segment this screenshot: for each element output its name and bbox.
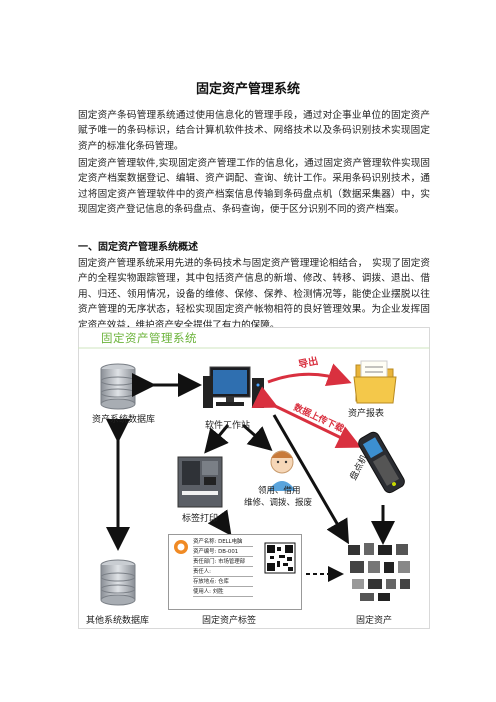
intro-paragraph-1: 固定资产条码管理系统通过使用信息化的管理手段，通过对企事业单位的固定资产赋予唯一… [78, 110, 430, 152]
tag-field-department: 责任部门: 市场管理部 [193, 558, 253, 567]
document-title: 固定资产管理系统 [195, 82, 300, 97]
section-paragraph: 固定资产管理系统采用先进的条码技术与固定资产管理理论相结合， 实现了固定资产的全… [78, 258, 430, 331]
intro-paragraph-2: 固定资产管理软件,实现固定资产管理工作的信息化，通过固定资产管理软件实现固定资产… [78, 158, 430, 216]
user-icon [268, 450, 296, 491]
section-heading: 一、固定资产管理系统概述 [78, 242, 198, 253]
other-db-icon [100, 559, 136, 606]
label-asset-label: 固定资产标签 [202, 616, 257, 626]
system-diagram: 固定资产管理系统 资产系统数据库 软件工作站 导出 资产报表 数据上传下载 盘点… [78, 327, 430, 629]
tag-field-user: 使用人: 刘胜 [193, 588, 253, 597]
label-other-db: 其他系统数据库 [86, 616, 150, 626]
label-asset-db: 资产系统数据库 [92, 415, 156, 425]
scanner-icon [358, 431, 405, 494]
tag-field-owner: 责任人: [193, 568, 253, 577]
label-report: 资产报表 [348, 409, 385, 419]
tag-field-location: 存放地点: 仓库 [193, 578, 253, 587]
asset-tag-card: 资产名称: DELL电脑 资产编号: DB-001 责任部门: 市场管理部 责任… [168, 534, 302, 610]
label-use-borrow: 领用、借用 [258, 486, 301, 496]
tag-field-number: 资产编号: DB-001 [193, 548, 253, 557]
label-printer-icon [177, 456, 223, 508]
fixed-assets-icon [348, 543, 410, 601]
tag-field-name: 资产名称: DELL电脑 [193, 538, 253, 547]
label-fixed-asset: 固定资产 [356, 616, 393, 626]
computer-icon [203, 366, 264, 408]
diagram-title: 固定资产管理系统 [101, 331, 197, 345]
asset-tag-graphics [174, 540, 296, 574]
report-folder-icon [353, 360, 397, 404]
label-maintain: 维修、调拨、报废 [244, 498, 313, 508]
asset-db-icon [100, 363, 136, 410]
label-label-print: 标签打印 [182, 514, 219, 524]
label-workstation: 软件工作站 [205, 421, 251, 431]
